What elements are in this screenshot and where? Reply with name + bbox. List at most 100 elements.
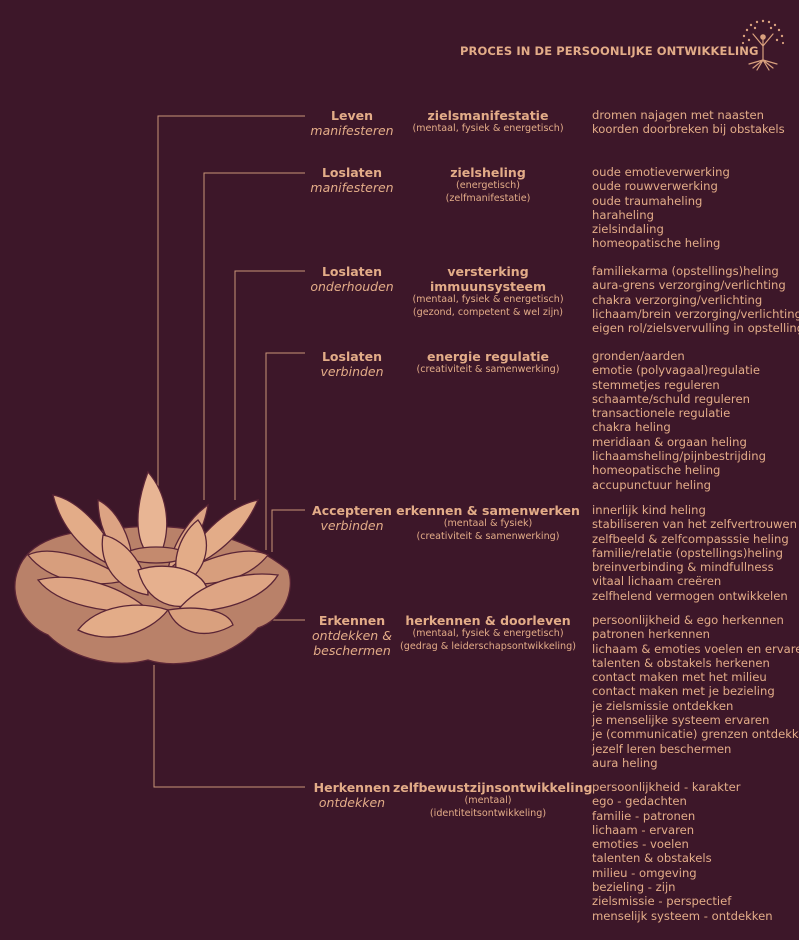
list-item: gronden/aarden xyxy=(592,349,685,363)
connector-accepteren xyxy=(271,509,305,552)
list-item: haraheling xyxy=(592,207,654,222)
list-item: zelfbeeld & zelfcompasssie heling xyxy=(592,531,789,546)
stage-name: Accepteren xyxy=(312,503,392,518)
list-item: persoonlijkheid - karakter xyxy=(592,780,741,794)
stage-name: Herkennen xyxy=(313,780,391,795)
stage-sub: (mentaal) xyxy=(464,795,512,806)
stage-heading: versterking immuunsysteem xyxy=(429,264,546,294)
list-item: aura heling xyxy=(592,755,658,770)
list-item: accupunctuur heling xyxy=(592,477,711,492)
list-item: meridiaan & orgaan heling xyxy=(592,434,747,449)
list-item: breinverbinding & mindfullness xyxy=(592,560,774,575)
connector-herkennen xyxy=(153,665,305,788)
stage-heading: herkennen & doorleven xyxy=(405,613,571,628)
list-item: stabiliseren van het zelfvertrouwen xyxy=(592,517,798,532)
stage-verb: beschermen xyxy=(313,643,391,658)
list-item: bezieling - zijn xyxy=(592,880,676,895)
list-item: lichaamsheling/pijnbestrijding xyxy=(592,449,766,464)
list-item: oude traumaheling xyxy=(592,193,703,208)
stage-verb: ontdekken xyxy=(318,795,386,810)
list-item: familie/relatie (opstellings)heling xyxy=(592,545,783,560)
list-item: emoties - voelen xyxy=(592,837,689,852)
list-item: zielsmissie - perspectief xyxy=(592,894,732,909)
list-item: jezelf leren beschermen xyxy=(592,741,732,756)
list-item: homeopatische heling xyxy=(592,463,721,478)
stage-name: Loslaten xyxy=(321,264,383,279)
list-item: zelfhelend vermogen ontwikkelen xyxy=(592,588,788,603)
stage-name: Loslaten xyxy=(321,349,383,364)
list-item: emotie (polyvagaal)regulatie xyxy=(592,363,761,378)
stage-heading: zielsheling xyxy=(450,165,526,180)
page-title: PROCES IN DE PERSOONLIJKE ONTWIKKELING xyxy=(460,44,759,58)
list-item: patronen herkennen xyxy=(592,627,710,642)
stage-sub: (gezond, competent & wel zijn) xyxy=(412,306,564,318)
stage-heading: zielsmanifestatie xyxy=(427,108,549,123)
list-item: lichaam - ervaren xyxy=(592,822,695,837)
stage-verb: ontdekken & xyxy=(312,628,392,643)
list-item: contact maken met het milieu xyxy=(592,670,767,685)
stage-sub: (mentaal & fysiek) xyxy=(443,518,533,529)
list-item: milieu - omgeving xyxy=(592,865,697,880)
list-item: familie - patronen xyxy=(592,808,696,823)
list-item: je (communicatie) grenzen ontdekken xyxy=(592,727,799,742)
stage-sub: (mentaal, fysiek & energetisch) xyxy=(412,294,564,305)
stage-verb: manifesteren xyxy=(310,180,394,195)
list-item: vitaal lichaam creëren xyxy=(592,574,722,589)
stage-verb: verbinden xyxy=(320,518,384,533)
list-item: lichaam & emoties voelen en ervaren xyxy=(592,641,799,656)
stage-sub: (energetisch) xyxy=(456,180,520,191)
stage-sub: (mentaal, fysiek & energetisch) xyxy=(412,628,564,639)
tree-of-life-icon xyxy=(741,19,785,71)
stage-verb: onderhouden xyxy=(310,279,394,294)
list-item: eigen rol/zielsvervulling in opstelling xyxy=(592,321,799,336)
list-item: chakra heling xyxy=(592,420,671,435)
stage-sub: (gedrag & leiderschapsontwikkeling) xyxy=(400,640,576,652)
list-item: lichaam/brein verzorging/verlichting xyxy=(592,306,799,321)
stage-verb: manifesteren xyxy=(310,123,394,138)
stage-sub: (identiteitsontwikkeling) xyxy=(429,807,547,819)
stage-name: Erkennen xyxy=(318,613,386,628)
list-item: transactionele regulatie xyxy=(592,406,731,421)
list-item: aura-grens verzorging/verlichting xyxy=(592,278,786,293)
stage-sub: (creativiteit & samenwerking) xyxy=(416,530,560,542)
stage-heading: zelfbewustzijnsontwikkeling xyxy=(393,780,593,795)
stage-sub: (creativiteit & samenwerking) xyxy=(416,364,560,375)
connector-leven xyxy=(157,115,305,495)
list-item: familiekarma (opstellings)heling xyxy=(592,264,779,278)
stage-heading: erkennen & samenwerken xyxy=(396,503,580,518)
connector-loslaten-onderhouden xyxy=(234,270,305,500)
list-item: dromen najagen met naasten xyxy=(592,108,765,122)
list-item: innerlijk kind heling xyxy=(592,503,706,517)
stage-sub: (mentaal, fysiek & energetisch) xyxy=(412,123,564,134)
list-item: je zielsmissie ontdekken xyxy=(592,698,734,713)
list-item: persoonlijkheid & ego herkennen xyxy=(592,613,784,627)
list-item: talenten & obstakels herkenen xyxy=(592,655,770,670)
list-item: ego - gedachten xyxy=(592,794,687,809)
list-item: schaamte/schuld reguleren xyxy=(592,391,750,406)
list-item: menselijk systeem - ontdekken xyxy=(592,908,773,923)
list-item: koorden doorbreken bij obstakels xyxy=(592,122,785,137)
list-item: je menselijke systeem ervaren xyxy=(592,713,770,728)
stage-name: Loslaten xyxy=(321,165,383,180)
connector-loslaten-verbinden xyxy=(265,352,305,550)
list-item: homeopatische heling xyxy=(592,236,721,251)
list-item: oude rouwverwerking xyxy=(592,179,718,194)
list-item: chakra verzorging/verlichting xyxy=(592,292,763,307)
list-item: stemmetjes reguleren xyxy=(592,377,720,392)
list-item: zielsindaling xyxy=(592,222,664,237)
stage-name: Leven xyxy=(331,108,373,123)
lotus-illustration xyxy=(14,470,291,665)
connector-loslaten-manifesteren xyxy=(203,172,305,500)
list-item: talenten & obstakels xyxy=(592,851,712,866)
stage-heading: energie regulatie xyxy=(426,349,550,364)
stage-sub: (zelfmanifestatie) xyxy=(445,192,531,204)
list-item: oude emotieverwerking xyxy=(592,165,730,179)
stage-verb: verbinden xyxy=(320,364,384,379)
